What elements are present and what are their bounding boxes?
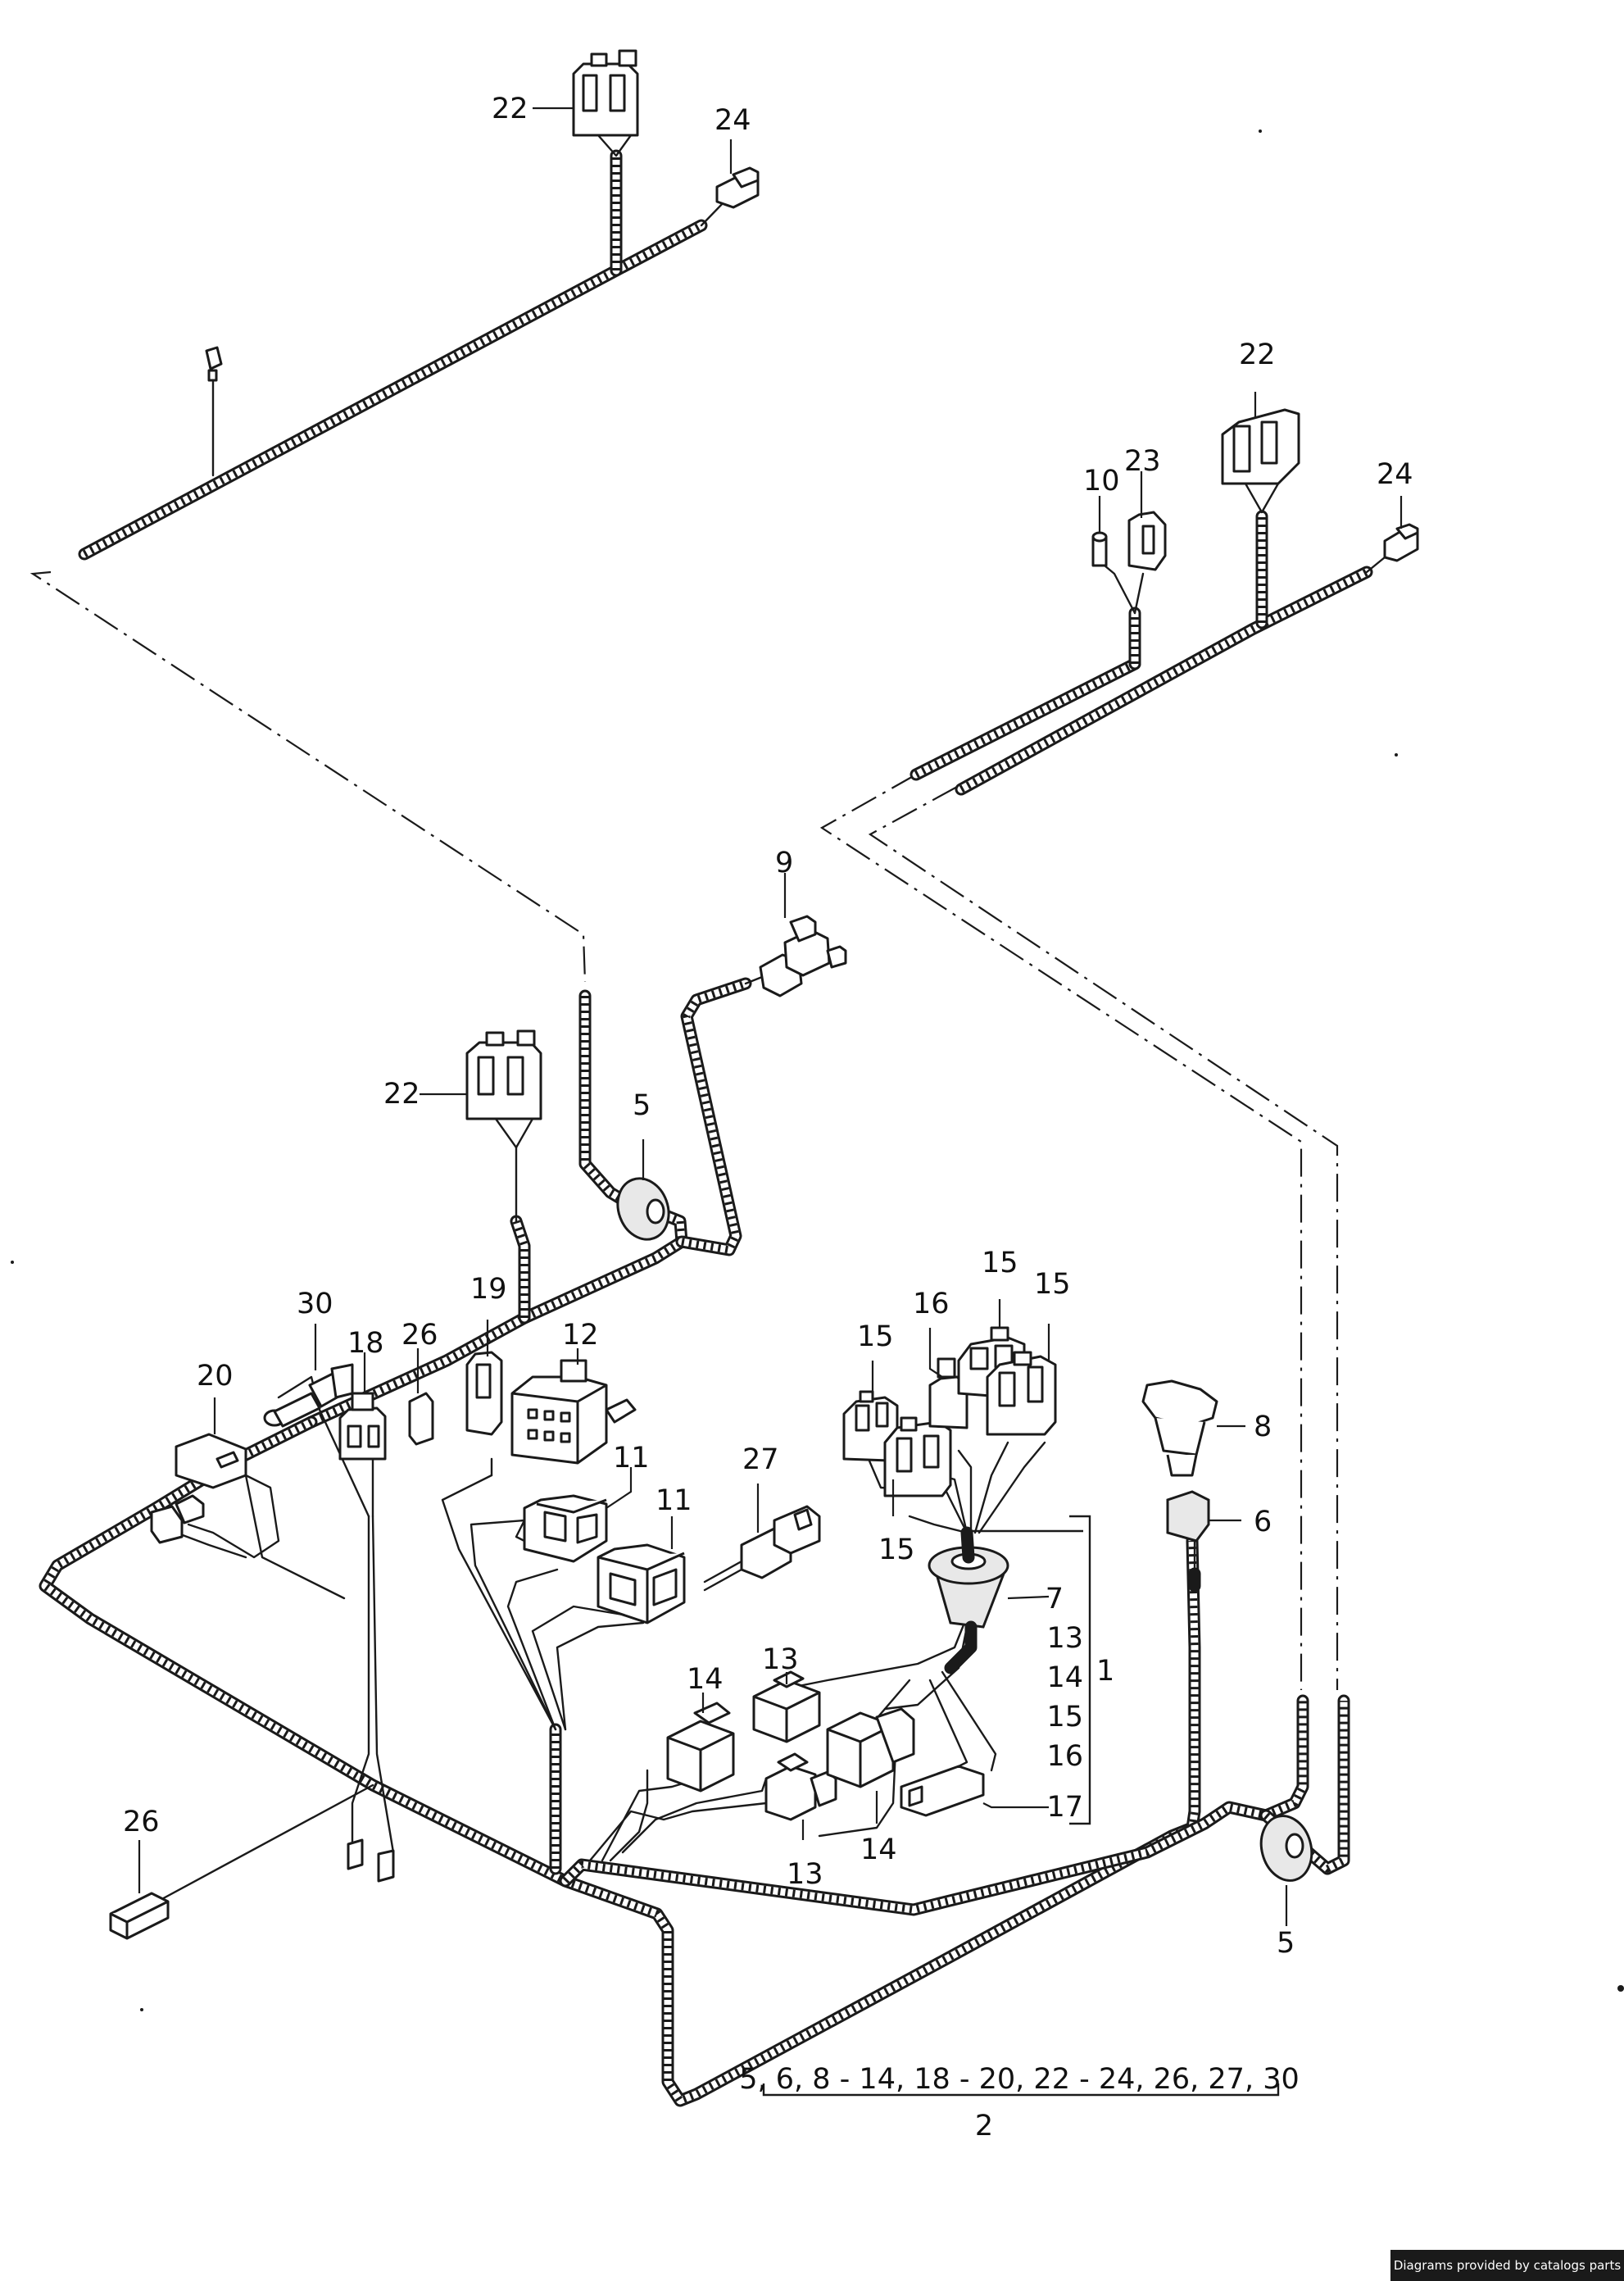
callout-26-upper: 26: [401, 1319, 438, 1352]
callout-11-lower: 11: [655, 1484, 692, 1517]
callout-15-lower: 15: [878, 1534, 915, 1566]
callout-11-upper: 11: [613, 1442, 650, 1474]
fuse-19: [465, 1351, 503, 1436]
callout-14-upper: 14: [687, 1663, 724, 1696]
callout-22-upper-right: 22: [1239, 339, 1276, 371]
relay-22-upper-left: [572, 49, 639, 157]
lamp-socket-8: [1141, 1379, 1218, 1477]
callout-13-lower: 13: [787, 1858, 823, 1891]
terminal-top-left: [205, 346, 223, 382]
switch-30: [263, 1363, 354, 1428]
credit-badge: Diagrams provided by catalogs parts: [1390, 2250, 1624, 2281]
group-1-item-15: 15: [1046, 1701, 1083, 1733]
relay-18: [338, 1392, 387, 1461]
callout-15-top: 15: [982, 1247, 1018, 1279]
leader-lines: [138, 107, 1403, 1926]
connector-14-upper: [666, 1702, 735, 1793]
routing-line-upper-right-outer: [819, 774, 1303, 1690]
callout-5-right: 5: [1277, 1927, 1295, 1960]
connector-27: [703, 1505, 821, 1592]
group-1-item-13: 13: [1046, 1622, 1083, 1655]
connector-left-small: [150, 1494, 205, 1544]
connector-9: [759, 915, 847, 997]
routing-lines: [29, 570, 1339, 1690]
callout-18: 18: [347, 1327, 384, 1360]
bulb-10: [1091, 531, 1108, 567]
terminal-26-lower: [109, 1892, 170, 1940]
relay-22-upper-right: [1221, 408, 1300, 514]
grommet-7: [928, 1526, 1009, 1674]
routing-line-upper-right-inner: [868, 786, 1339, 1690]
callout-12: 12: [562, 1319, 599, 1352]
scan-marks: [11, 129, 1624, 2011]
callout-27: 27: [742, 1443, 779, 1476]
callout-22-mid: 22: [383, 1078, 420, 1111]
group-1-item-16: 16: [1046, 1740, 1083, 1773]
callout-6: 6: [1254, 1506, 1272, 1538]
group-2-range: 5, 6, 8 - 14, 18 - 20, 22 - 24, 26, 27, …: [739, 2063, 1300, 2096]
callout-24-upper-right: 24: [1377, 458, 1413, 491]
relay-23: [1127, 511, 1167, 571]
terminal-26-upper: [408, 1392, 434, 1446]
callout-15-left: 15: [857, 1320, 894, 1353]
connector-24-upper-left: [715, 166, 760, 209]
terminals-lower-left: [347, 1838, 395, 1883]
group-2-total: 2: [975, 2110, 993, 2142]
callout-9: 9: [775, 847, 793, 879]
callout-23: 23: [1124, 445, 1161, 478]
parts: [109, 49, 1419, 1940]
connector-12: [510, 1359, 637, 1465]
routing-line-upper-left: [29, 570, 587, 983]
connector-13-lower: [764, 1752, 837, 1821]
connector-20: [175, 1433, 247, 1489]
group-1-item-14: 14: [1046, 1661, 1083, 1694]
connector-17: [900, 1765, 985, 1817]
callout-30: 30: [297, 1288, 333, 1320]
group-brackets: [762, 1515, 1280, 2097]
callout-22-upper-left: 22: [492, 93, 528, 125]
thin-wires: [125, 1375, 1196, 1920]
callout-labels: 22 24 22 23 10 24 9 5 22 30 19 18 26 12 …: [123, 93, 1413, 2142]
grommet-5-center: [616, 1177, 670, 1241]
upper-right-harness: [910, 510, 1386, 796]
callout-26-lower: 26: [123, 1806, 160, 1838]
group-1-total: 1: [1096, 1655, 1114, 1688]
callout-14-lower: 14: [860, 1833, 897, 1866]
group-1-item-7: 7: [1046, 1583, 1064, 1615]
callout-20: 20: [197, 1360, 234, 1393]
upper-left-harness: [78, 149, 727, 561]
connector-14-lower: [826, 1707, 915, 1788]
relay-22-mid: [465, 1029, 542, 1223]
relay-15-lower: [883, 1416, 952, 1497]
relay-15-right: [986, 1351, 1057, 1436]
callout-16: 16: [913, 1288, 950, 1320]
callout-19: 19: [470, 1273, 507, 1306]
callout-15-right: 15: [1034, 1268, 1071, 1301]
callout-5-center: 5: [633, 1089, 651, 1122]
grommet-5-right: [1259, 1815, 1313, 1882]
group-1-item-17: 17: [1046, 1791, 1083, 1824]
callout-13-upper: 13: [762, 1643, 799, 1676]
callout-8: 8: [1254, 1411, 1272, 1443]
connector-11-lower: [597, 1543, 686, 1624]
callout-24-upper-left: 24: [714, 104, 751, 137]
callout-10: 10: [1083, 465, 1120, 498]
connector-24-upper-right: [1383, 523, 1419, 562]
sleeve-6: [1166, 1490, 1210, 1543]
connector-11-upper: [523, 1494, 608, 1563]
main-loop-harness: [39, 1415, 1350, 2107]
